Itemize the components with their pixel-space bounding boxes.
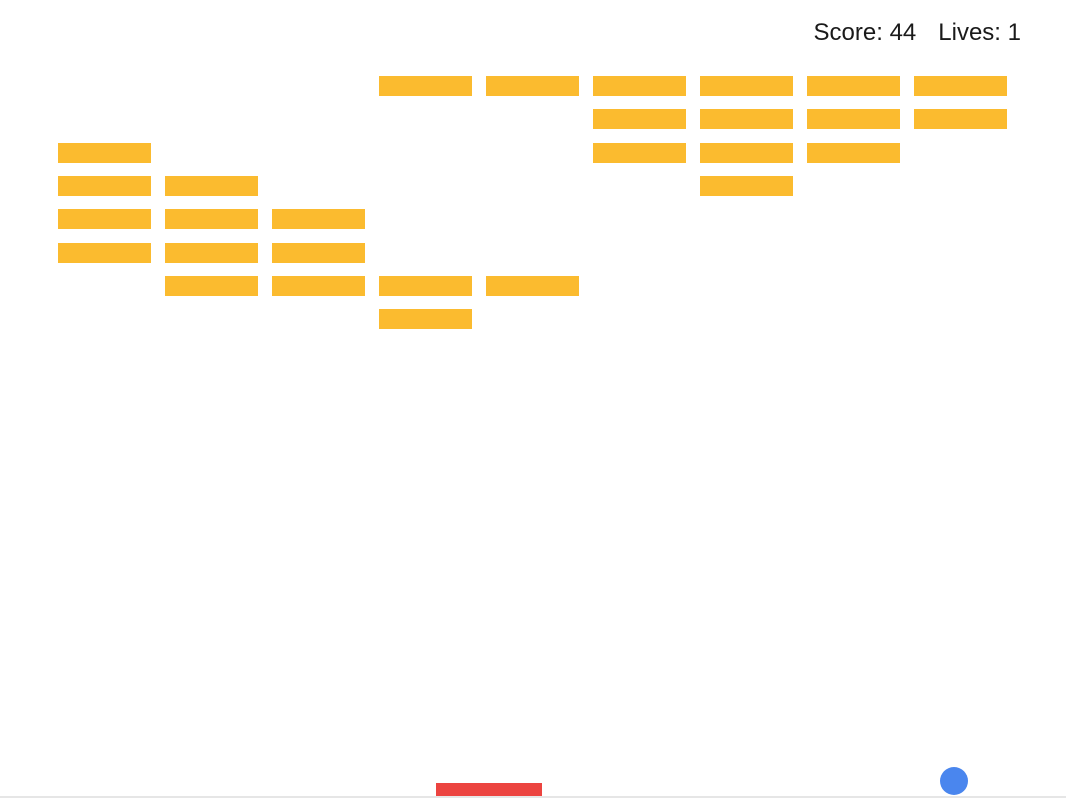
brick — [486, 76, 579, 96]
brick — [486, 276, 579, 296]
brick — [272, 243, 365, 263]
brick — [700, 76, 793, 96]
brick — [807, 76, 900, 96]
brick — [593, 143, 686, 163]
brick — [58, 209, 151, 229]
brick — [165, 209, 258, 229]
brick — [700, 176, 793, 196]
ball — [940, 767, 968, 795]
floor-line — [0, 796, 1066, 798]
brick — [593, 76, 686, 96]
brick — [379, 276, 472, 296]
brick — [165, 276, 258, 296]
brick — [272, 276, 365, 296]
brick — [700, 109, 793, 129]
brick — [272, 209, 365, 229]
brick — [165, 243, 258, 263]
brick — [165, 176, 258, 196]
brick — [807, 109, 900, 129]
brick — [914, 76, 1007, 96]
brick — [593, 109, 686, 129]
hud: Score: 44 Lives: 1 — [814, 18, 1021, 48]
brick — [700, 143, 793, 163]
brick — [807, 143, 900, 163]
lives-display: Lives: 1 — [938, 19, 1021, 46]
brick — [379, 76, 472, 96]
score-display: Score: 44 — [813, 19, 917, 46]
brick — [58, 243, 151, 263]
brick — [379, 309, 472, 329]
brick — [58, 176, 151, 196]
brick — [914, 109, 1007, 129]
paddle[interactable] — [436, 783, 542, 798]
brick — [58, 143, 151, 163]
